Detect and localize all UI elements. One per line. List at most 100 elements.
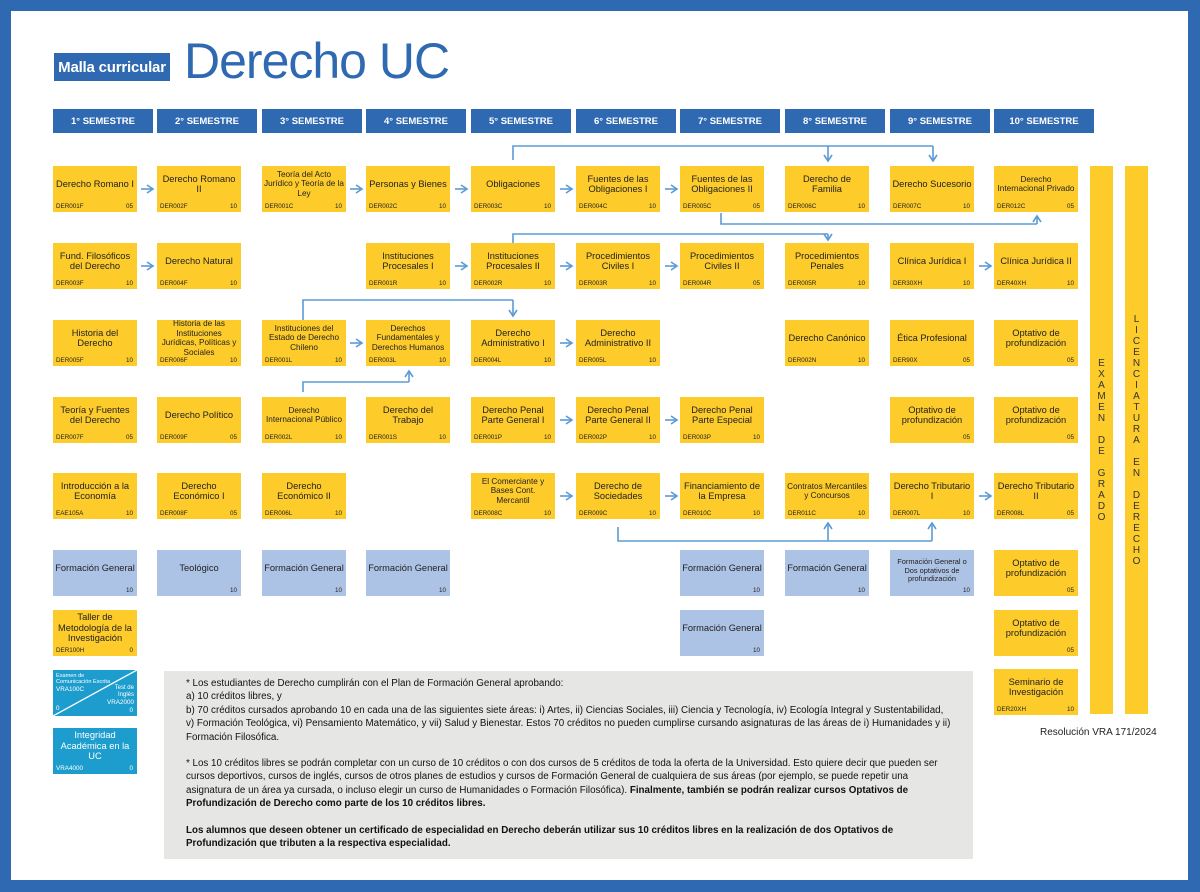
course-credits: 05: [1066, 357, 1074, 364]
course-name: Derecho Económico I: [173, 480, 225, 502]
course-credits: 10: [648, 357, 656, 364]
bar-letter: L: [1133, 313, 1140, 325]
course-code: DER002N: [788, 357, 817, 364]
page-title: Derecho UC: [184, 33, 450, 89]
bar-letter: E: [1133, 500, 1140, 512]
bar-letter: N: [1097, 412, 1106, 424]
course-name: Optativo de profundización: [1005, 557, 1067, 579]
note-intro: * Los estudiantes de Derecho cumplirán c…: [186, 678, 564, 689]
course-instituciones-estado-derecho-chileno: Instituciones del Estado de Derecho Chil…: [262, 320, 346, 366]
course-name: Optativo de profundización: [901, 404, 963, 426]
course-code: DER90X: [893, 357, 918, 364]
notes-panel: * Los estudiantes de Derecho cumplirán c…: [164, 671, 973, 859]
course-name: Ética Profesional: [897, 332, 967, 343]
course-credits: 10: [648, 434, 656, 441]
course-code: DER003F: [56, 280, 84, 287]
course-name: Teológico: [179, 562, 219, 573]
course-name: Historia del Derecho: [71, 327, 119, 349]
course-code: DER004F: [160, 280, 188, 287]
course-name: Instituciones del Estado de Derecho Chil…: [268, 323, 340, 352]
semester-header-10: 10° SEMESTRE: [994, 109, 1094, 133]
course-code: DER005C: [683, 203, 712, 210]
course-name: Fund. Filosóficos del Derecho: [59, 250, 131, 272]
bar-letter: R: [1132, 511, 1141, 523]
course-name: Formación General: [787, 562, 867, 573]
course-code: DER007F: [56, 434, 84, 441]
course-name: Derecho de Sociedades: [593, 480, 643, 502]
course-credits: 10: [857, 280, 865, 287]
course-name: Clínica Jurídica I: [897, 255, 967, 266]
course-credits: 10: [229, 203, 237, 210]
course-credits: 10: [1066, 280, 1074, 287]
bar-letter: C: [1132, 335, 1141, 347]
course-name: Contratos Mercantiles y Concursos: [787, 481, 867, 501]
course-code: DER001C: [265, 203, 294, 210]
course-credits: 10: [543, 203, 551, 210]
course-code: DER009C: [579, 510, 608, 517]
course-name: Taller de Metodología de la Investigació…: [58, 612, 132, 644]
course-credits: 10: [962, 510, 970, 517]
course-name: Derecho Internacional Privado: [997, 174, 1075, 194]
course-name: Formación General: [264, 562, 344, 573]
course-credits: 10: [752, 587, 760, 594]
bar-letter: G: [1097, 467, 1106, 479]
course-name: Derecho del Trabajo: [382, 404, 434, 426]
bar-letter: O: [1097, 511, 1106, 523]
course-code: DER010C: [683, 510, 712, 517]
course-name: Formación General: [368, 562, 448, 573]
course-name: Formación General o Dos optativos de pro…: [897, 557, 967, 584]
course-code: DER002L: [265, 434, 293, 441]
course-code: DER001F: [56, 203, 84, 210]
course-credits: 10: [125, 587, 133, 594]
course-credits: 05: [125, 434, 133, 441]
course-credits: 05: [1066, 510, 1074, 517]
course-credits: 10: [334, 203, 342, 210]
course-credits: 10: [962, 280, 970, 287]
course-credits: 10: [962, 203, 970, 210]
semester-header-8: 8° SEMESTRE: [785, 109, 885, 133]
bar-letter: E: [1098, 357, 1105, 369]
bar-letter: D: [1097, 434, 1106, 446]
course-name: Teoría del Acto Jurídico y Teoría de la …: [264, 169, 344, 198]
course-credits: 10: [857, 587, 865, 594]
course-credits: 10: [752, 434, 760, 441]
course-code: DER008F: [160, 510, 188, 517]
course-credits: 0: [129, 647, 133, 654]
bar-letter: C: [1132, 533, 1141, 545]
semester-header-2: 2° SEMESTRE: [157, 109, 257, 133]
course-examen-comunicacion-test-ingles: Examen de Comunicación Escrita VRA100C 0…: [53, 670, 137, 716]
course-name: Derecho Tributario I: [893, 480, 971, 502]
course-code: DER004R: [683, 280, 712, 287]
bar-letter: E: [1133, 346, 1140, 358]
course-credits: 05: [125, 203, 133, 210]
bar-letter: I: [1135, 379, 1138, 391]
course-code: DER012C: [997, 203, 1026, 210]
course-name: Formación General: [682, 622, 762, 633]
test-ingles-code: VRA2000: [107, 699, 134, 706]
bar-letter: D: [1132, 489, 1141, 501]
diagonal-divider: [53, 670, 137, 716]
note-item-a: a) 10 créditos libres, y: [186, 691, 282, 703]
bar-letter: C: [1132, 368, 1141, 380]
course-name: Derecho Penal Parte General II: [585, 404, 651, 426]
course-name: Optativo de profundización: [1005, 617, 1067, 639]
course-name: Derechos Fundamentales y Derechos Humano…: [371, 323, 445, 352]
